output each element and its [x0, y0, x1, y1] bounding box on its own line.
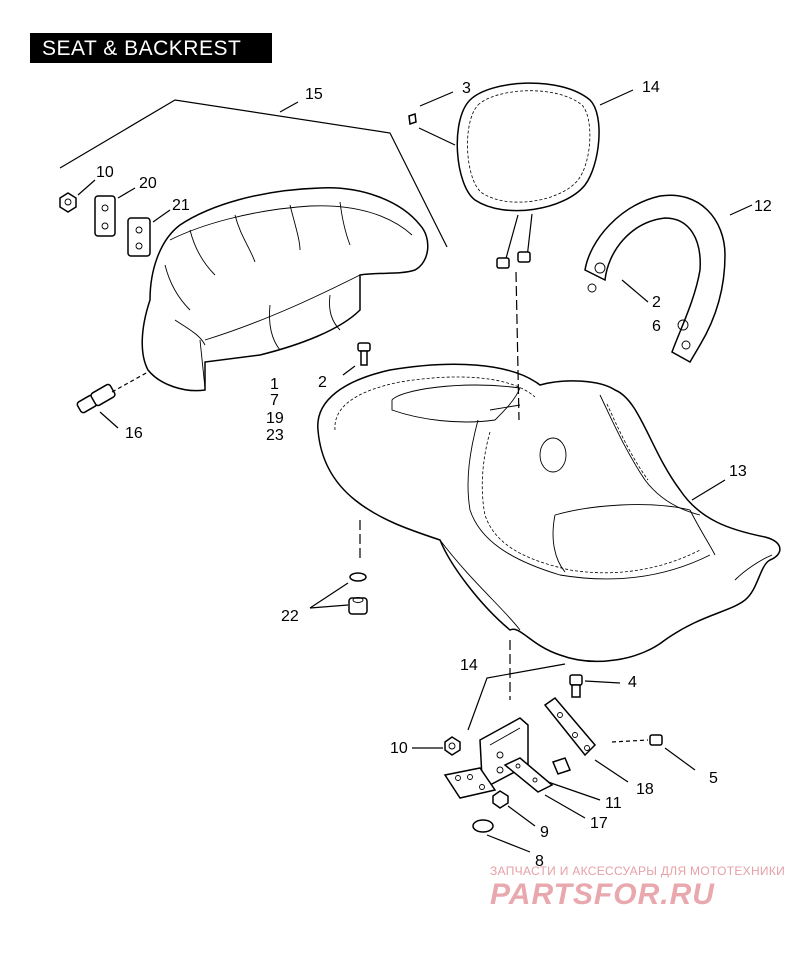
bolt-4 [569, 674, 621, 698]
callout-12: 12 [754, 198, 772, 215]
callout-17: 17 [590, 815, 608, 832]
callout-8: 8 [535, 853, 544, 870]
screw-5 [611, 734, 696, 771]
backrest-support-12 [584, 194, 753, 364]
bracket-18 [543, 696, 629, 783]
watermark-logo: PARTSFOR.RU [490, 878, 715, 911]
sissy-bar-pad [456, 82, 634, 269]
callout-14-bottom: 14 [460, 657, 478, 674]
callout-6: 6 [652, 318, 661, 335]
backrest-bracket-group [59, 99, 448, 248]
callout-labels: 15 10 20 21 3 14 12 2 6 2 1 7 19 23 16 1… [96, 79, 772, 870]
callout-3: 3 [462, 80, 471, 97]
grommet-22 [309, 572, 368, 615]
clip-3 [408, 91, 456, 146]
callout-1: 1 [270, 376, 279, 393]
bracket-17 [503, 757, 586, 819]
nut-9 [492, 790, 536, 827]
callout-21: 21 [172, 197, 190, 214]
callout-2-right: 2 [652, 294, 661, 311]
callout-5: 5 [709, 770, 718, 787]
seat-13 [317, 363, 781, 663]
callout-15: 15 [305, 86, 323, 103]
callout-23: 23 [266, 427, 284, 444]
plate-20 [94, 187, 136, 237]
callout-11: 11 [605, 795, 622, 812]
backrest-pad [141, 187, 429, 392]
callout-20: 20 [139, 175, 157, 192]
callout-9: 9 [540, 824, 549, 841]
callout-19: 19 [266, 410, 284, 427]
diagram-title: SEAT & BACKREST [42, 37, 242, 60]
nut-10-top [59, 179, 96, 213]
washer-8 [472, 819, 531, 853]
callout-10-bottom: 10 [390, 740, 408, 757]
clip-nut-11 [547, 757, 601, 801]
assembly-centerline [515, 271, 520, 421]
watermark-caption: ЗАПЧАСТИ И АКСЕССУАРЫ ДЛЯ МОТОТЕХНИКИ [490, 864, 786, 878]
lower-bracket-14 [443, 663, 566, 799]
callout-22: 22 [281, 608, 299, 625]
callout-13: 13 [729, 463, 747, 480]
callout-18: 18 [636, 781, 654, 798]
plate-21 [127, 209, 171, 257]
nut-10-lower [412, 736, 461, 756]
callout-7: 7 [270, 392, 279, 409]
stud-16 [76, 371, 149, 429]
callout-2-middle: 2 [318, 374, 327, 391]
callout-14-top: 14 [642, 79, 660, 96]
callout-4: 4 [628, 674, 637, 691]
title-banner: SEAT & BACKREST [30, 33, 272, 63]
callout-10-top: 10 [96, 164, 114, 181]
screw-2-middle [342, 342, 371, 376]
callout-16: 16 [125, 425, 143, 442]
